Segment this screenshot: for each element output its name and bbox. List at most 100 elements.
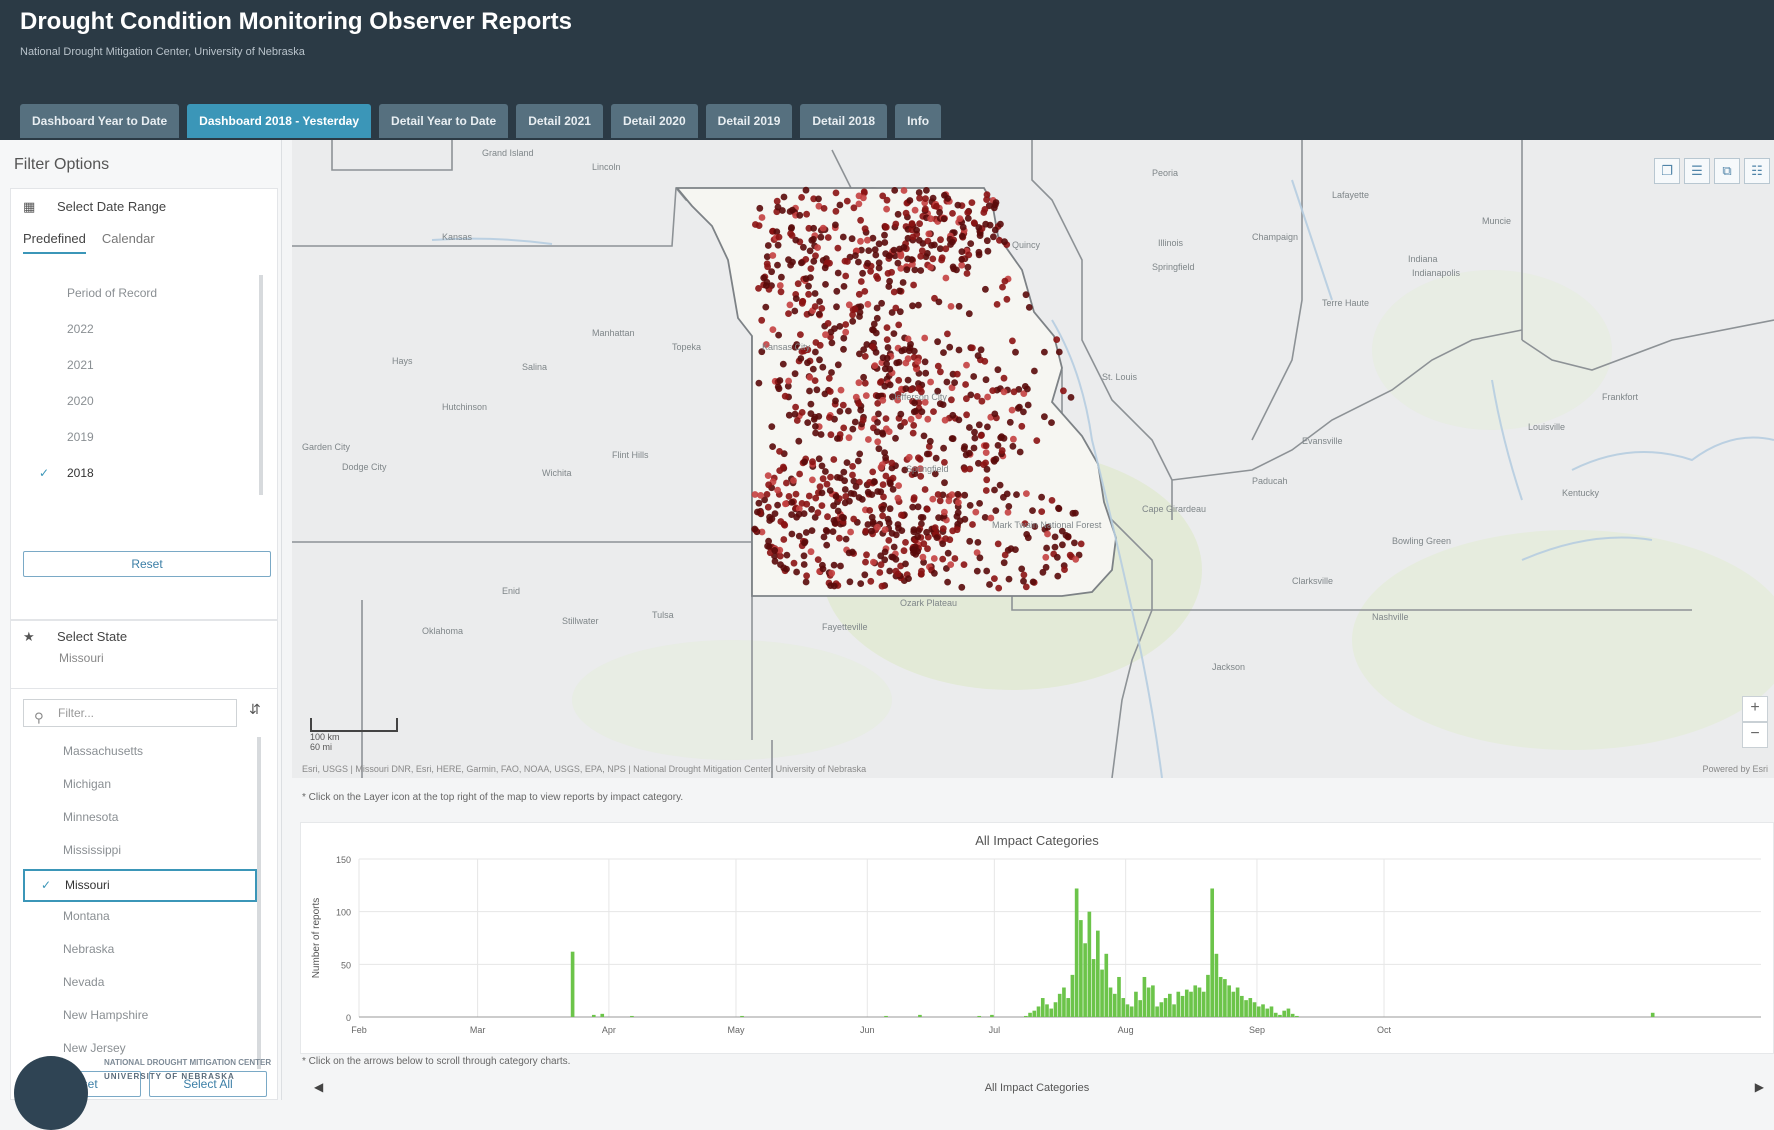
report-marker[interactable]: [866, 507, 874, 514]
chart-bar[interactable]: [1214, 953, 1219, 1017]
report-marker[interactable]: [991, 575, 998, 582]
report-marker[interactable]: [915, 301, 922, 309]
report-marker[interactable]: [757, 492, 764, 499]
report-marker[interactable]: [1025, 304, 1033, 311]
report-marker[interactable]: [966, 424, 973, 431]
report-marker[interactable]: [764, 503, 772, 511]
report-marker[interactable]: [758, 348, 766, 356]
report-marker[interactable]: [807, 548, 815, 556]
report-marker[interactable]: [931, 569, 938, 577]
report-marker[interactable]: [867, 267, 874, 275]
report-marker[interactable]: [970, 219, 978, 227]
report-marker[interactable]: [1042, 563, 1050, 571]
report-marker[interactable]: [873, 304, 881, 312]
report-marker[interactable]: [851, 305, 859, 313]
report-marker[interactable]: [956, 215, 964, 222]
report-marker[interactable]: [892, 531, 900, 539]
report-marker[interactable]: [948, 491, 956, 498]
chart-bar[interactable]: [1040, 998, 1045, 1017]
layers-icon[interactable]: ⧉: [1714, 158, 1740, 184]
report-marker[interactable]: [978, 397, 986, 405]
report-marker[interactable]: [959, 223, 967, 231]
report-marker[interactable]: [826, 388, 834, 395]
grid-icon[interactable]: ☷: [1744, 158, 1770, 184]
report-marker[interactable]: [910, 281, 917, 289]
report-marker[interactable]: [1020, 571, 1028, 579]
report-marker[interactable]: [816, 483, 824, 490]
report-marker[interactable]: [778, 273, 785, 281]
report-marker[interactable]: [823, 259, 831, 266]
report-marker[interactable]: [791, 343, 799, 351]
report-marker[interactable]: [834, 269, 842, 277]
report-marker[interactable]: [776, 467, 784, 474]
report-marker[interactable]: [908, 256, 916, 263]
report-marker[interactable]: [929, 495, 937, 503]
report-marker[interactable]: [763, 491, 771, 498]
report-marker[interactable]: [974, 352, 982, 360]
report-marker[interactable]: [794, 280, 802, 288]
report-marker[interactable]: [888, 309, 896, 316]
report-marker[interactable]: [781, 392, 789, 400]
report-marker[interactable]: [936, 245, 944, 253]
report-marker[interactable]: [810, 195, 818, 203]
report-marker[interactable]: [967, 391, 975, 399]
chart-bar[interactable]: [990, 1014, 994, 1017]
report-marker[interactable]: [942, 245, 950, 253]
report-marker[interactable]: [839, 233, 847, 241]
report-marker[interactable]: [1001, 238, 1008, 246]
report-marker[interactable]: [976, 232, 984, 239]
report-marker[interactable]: [849, 471, 856, 479]
chart-bar[interactable]: [1265, 1008, 1270, 1017]
report-marker[interactable]: [920, 558, 927, 566]
report-marker[interactable]: [800, 552, 808, 560]
report-marker[interactable]: [823, 541, 831, 549]
report-marker[interactable]: [944, 330, 951, 338]
report-marker[interactable]: [915, 380, 922, 387]
report-marker[interactable]: [953, 266, 960, 274]
report-marker[interactable]: [942, 274, 950, 282]
report-marker[interactable]: [1006, 418, 1014, 426]
report-marker[interactable]: [849, 425, 857, 433]
report-marker[interactable]: [791, 307, 799, 315]
chart-bar[interactable]: [1087, 911, 1092, 1017]
report-marker[interactable]: [983, 196, 990, 203]
report-marker[interactable]: [882, 415, 890, 422]
chart-bar[interactable]: [1049, 1008, 1054, 1017]
tab-detail-2018[interactable]: Detail 2018: [800, 104, 888, 138]
report-marker[interactable]: [1042, 553, 1050, 561]
report-marker[interactable]: [936, 208, 943, 216]
report-marker[interactable]: [818, 489, 826, 497]
report-marker[interactable]: [894, 259, 902, 267]
report-marker[interactable]: [834, 361, 842, 369]
report-marker[interactable]: [774, 486, 781, 494]
report-marker[interactable]: [837, 562, 844, 570]
report-marker[interactable]: [776, 552, 784, 560]
report-marker[interactable]: [873, 273, 880, 280]
report-marker[interactable]: [1038, 508, 1046, 515]
report-marker[interactable]: [857, 406, 865, 414]
report-marker[interactable]: [913, 226, 920, 234]
chart-bar[interactable]: [1269, 1006, 1274, 1017]
report-marker[interactable]: [869, 234, 877, 242]
report-marker[interactable]: [873, 314, 881, 322]
report-marker[interactable]: [843, 197, 851, 205]
report-marker[interactable]: [909, 429, 917, 437]
report-marker[interactable]: [872, 251, 880, 259]
report-marker[interactable]: [1022, 583, 1030, 591]
report-marker[interactable]: [824, 234, 832, 241]
report-marker[interactable]: [830, 456, 838, 463]
report-marker[interactable]: [869, 343, 877, 351]
report-marker[interactable]: [826, 487, 834, 494]
report-marker[interactable]: [840, 334, 848, 342]
report-marker[interactable]: [897, 265, 905, 272]
report-marker[interactable]: [992, 507, 1000, 514]
report-marker[interactable]: [892, 220, 900, 228]
report-marker[interactable]: [832, 189, 840, 197]
report-marker[interactable]: [911, 206, 919, 214]
report-marker[interactable]: [799, 297, 807, 305]
chart-bar[interactable]: [1248, 998, 1253, 1017]
report-marker[interactable]: [962, 381, 969, 388]
state-item[interactable]: Michigan: [63, 777, 112, 791]
report-marker[interactable]: [949, 411, 957, 419]
